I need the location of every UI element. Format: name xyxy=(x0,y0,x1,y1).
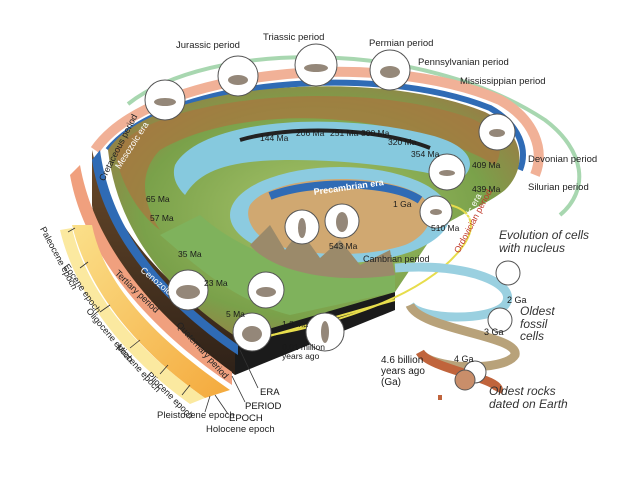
callout-oldest-rocks: Oldest rocks dated on Earth xyxy=(489,385,568,410)
label-cambrian-period: Cambrian period xyxy=(363,254,430,264)
age-354ma: 354 Ma xyxy=(411,149,439,159)
age-57ma: 57 Ma xyxy=(150,213,174,223)
age-300ma: 300 Ma xyxy=(361,128,389,138)
label-silurian-period: Silurian period xyxy=(528,183,589,193)
label-devonian-period: Devonian period xyxy=(528,155,597,165)
label-mississippian-period: Mississippian period xyxy=(460,77,546,87)
age-23ma: 23 Ma xyxy=(204,278,228,288)
age-409ma: 409 Ma xyxy=(472,160,500,170)
legend-epoch: EPOCH xyxy=(229,413,263,424)
label-permian-period: Permian period xyxy=(369,39,433,49)
age-35ma: 35 Ma xyxy=(178,249,202,259)
age-439ma: 439 Ma xyxy=(472,184,500,194)
age-251ma: 251 Ma xyxy=(330,128,358,138)
label-jurassic-period: Jurassic period xyxy=(176,41,240,51)
age-206ma: 206 Ma xyxy=(296,128,324,138)
age-1ga: 1 Ga xyxy=(393,199,411,209)
age-4-6ga-start: 4.6 billion years ago (Ga) xyxy=(381,355,425,388)
age-144ma: 144 Ma xyxy=(260,133,288,143)
age-510ma: 510 Ma xyxy=(431,223,459,233)
medallion-oldest-rock xyxy=(455,370,475,390)
label-triassic-period: Triassic period xyxy=(263,33,324,43)
age-4ga: 4 Ga xyxy=(454,354,474,364)
label-holocene-epoch: Holocene epoch xyxy=(206,425,275,435)
age-543ma: 543 Ma xyxy=(329,241,357,251)
legend-era: ERA xyxy=(260,387,280,398)
age-5ma: 5 Ma xyxy=(226,309,245,319)
label-pleistocene-epoch: Pleistocene epoch xyxy=(157,411,235,421)
age-3ga: 3 Ga xyxy=(484,327,504,337)
age-1-8ma: 1.8 Ma xyxy=(282,319,308,329)
callout-evolution-nucleus: Evolution of cells with nucleus xyxy=(499,229,589,254)
age-320ma: 320 Ma xyxy=(388,137,416,147)
age-65ma: 65 Ma xyxy=(146,194,170,204)
age-0-01ma: 0.01 million years ago xyxy=(282,343,325,360)
medallion-2ga xyxy=(496,261,520,285)
callout-oldest-fossil-cells: Oldest fossil cells xyxy=(520,305,555,343)
label-pennsylvanian-period: Pennsylvanian period xyxy=(418,58,509,68)
legend-period: PERIOD xyxy=(245,401,281,412)
